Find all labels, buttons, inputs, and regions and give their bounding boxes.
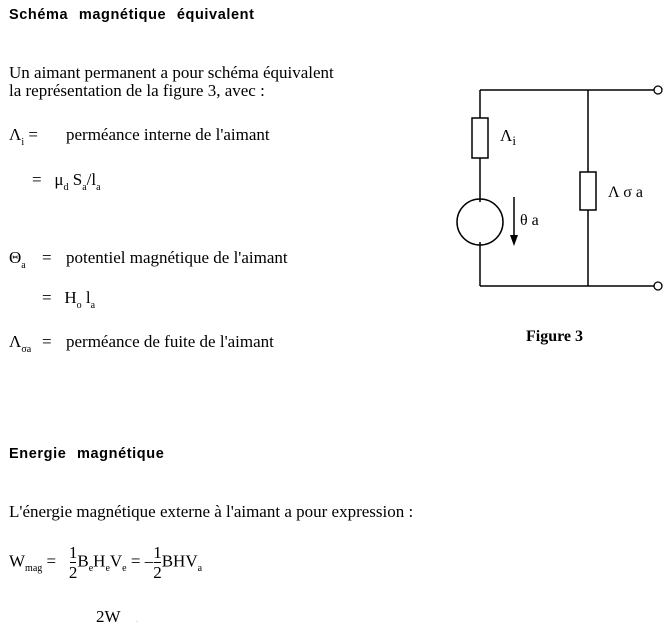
H-symbol: H (64, 288, 77, 307)
section-heading-schema: Schéma magnétique équivalent (9, 7, 255, 23)
partial-formula: 2Wmag (96, 607, 138, 630)
def-theta-a: Θa (9, 248, 26, 271)
intro-line-1: Un aimant permanent a pour schéma équiva… (9, 63, 334, 82)
theta-sub: a (21, 260, 26, 271)
lambda-i-resistor (471, 117, 489, 159)
slash-l: /l (86, 170, 97, 189)
S-sub: a (82, 182, 87, 193)
def-lambda-i: Λi = (9, 125, 42, 148)
theta-formula-eq: = (42, 288, 52, 307)
terminal-bottom (653, 281, 663, 291)
theta-arrow-head (510, 235, 518, 246)
wmag-eq2: = – (126, 551, 154, 571)
terminal-top (653, 85, 663, 95)
def-lambda-sigma-text: perméance de fuite de l'aimant (66, 332, 274, 351)
wmag-eq: = (42, 551, 61, 571)
l-sub: a (90, 300, 96, 311)
Ve-symbol: V (109, 551, 123, 571)
mu-sub: d (63, 182, 69, 193)
mu-symbol: μ (54, 170, 64, 189)
S-symbol: S (72, 170, 83, 189)
lambda-i-symbol: Λ (9, 125, 22, 144)
theta-symbol: Θ (9, 248, 22, 267)
He-symbol: H (93, 551, 106, 571)
mmf-source (456, 198, 504, 246)
W-sub: mag (25, 563, 43, 575)
theta-formula: = Ho la (42, 288, 95, 311)
lambda-i-eq: = (24, 125, 43, 144)
section-heading-energie: Energie magnétique (9, 446, 165, 462)
lambda-i-formula: = μd Sa/la (32, 170, 101, 193)
H-sub: o (76, 300, 82, 311)
lambda-sigma-sub: σa (21, 344, 32, 355)
circuit-diagram: Λi θ a Λ σ a (456, 85, 663, 291)
BHV-symbol: BHV (161, 551, 198, 571)
fig-label-theta: θ a (520, 212, 539, 229)
lambda-i-sub: i (21, 137, 25, 148)
def-lambda-sigma: Λσa (9, 332, 31, 355)
lambda-sigma-symbol: Λ (9, 332, 22, 351)
def-theta-text: potentiel magnétique de l'aimant (66, 248, 288, 267)
def-lambda-i-text: perméance interne de l'aimant (66, 125, 270, 144)
energie-intro: L'énergie magnétique externe à l'aimant … (9, 502, 414, 521)
fig-label-lambda-i: Λi (500, 126, 516, 148)
fig-label-lambda-sigma: Λ σ a (608, 184, 643, 201)
lambda-sigma-eq: = (42, 332, 52, 351)
lambda-sigma-resistor (579, 171, 597, 211)
theta-eq: = (42, 248, 52, 267)
W-symbol: W (9, 551, 26, 571)
l-symbol: l (85, 288, 91, 307)
formula-eq: = (32, 170, 42, 189)
Be-symbol: B (77, 551, 89, 571)
intro-line-2: la représentation de la figure 3, avec : (9, 81, 265, 100)
figure-caption: Figure 3 (526, 328, 584, 345)
l-sub: a (96, 182, 101, 193)
